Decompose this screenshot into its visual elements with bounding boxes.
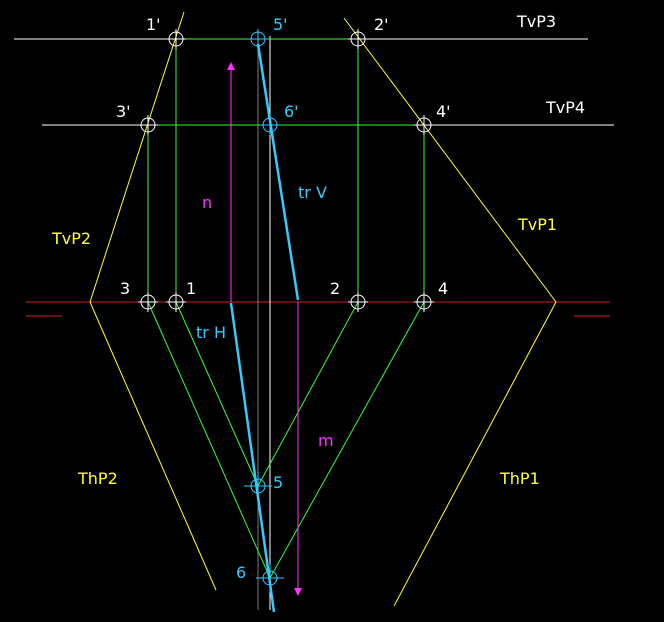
- label-6-prime: 6': [284, 102, 299, 121]
- label-tvp2: TvP2: [51, 229, 91, 248]
- point-markers: [138, 29, 434, 312]
- marker-3: [138, 292, 158, 312]
- label-tr-h: tr H: [196, 323, 226, 342]
- label-m: m: [318, 431, 334, 450]
- marker-4v: [414, 115, 434, 135]
- plane-traces: [89, 11, 557, 607]
- label-2: 2: [330, 279, 340, 298]
- point-markers-cyan: [244, 29, 284, 592]
- marker-1: [166, 292, 186, 312]
- trace-h-line: [229, 302, 276, 613]
- label-tvp3: TvP3: [516, 12, 556, 31]
- label-6: 6: [236, 563, 246, 582]
- marker-1v: [166, 29, 186, 49]
- marker-5v: [248, 29, 268, 49]
- label-thp2: ThP2: [77, 469, 118, 488]
- label-4: 4: [438, 279, 448, 298]
- marker-3v: [138, 115, 158, 135]
- trace-v-line: [256, 43, 300, 301]
- marker-6v: [260, 115, 280, 135]
- label-tvp4: TvP4: [545, 98, 585, 117]
- marker-4: [414, 292, 434, 312]
- marker-6: [256, 564, 284, 592]
- label-3-prime: 3': [116, 102, 131, 121]
- marker-2v: [348, 29, 368, 49]
- label-tr-v: tr V: [298, 183, 327, 202]
- construction-lines: [147, 38, 425, 579]
- label-tvp1: TvP1: [517, 215, 557, 234]
- label-2-prime: 2': [374, 15, 389, 34]
- label-4-prime: 4': [436, 102, 451, 121]
- marker-5: [244, 472, 272, 500]
- label-3: 3: [120, 279, 130, 298]
- label-1: 1: [186, 279, 196, 298]
- label-n: n: [202, 193, 212, 212]
- label-1-prime: 1': [146, 15, 161, 34]
- marker-2: [348, 292, 368, 312]
- ground-line: [26, 301, 610, 317]
- label-thp1: ThP1: [499, 469, 540, 488]
- label-5: 5: [273, 473, 283, 492]
- label-5-prime: 5': [273, 15, 288, 34]
